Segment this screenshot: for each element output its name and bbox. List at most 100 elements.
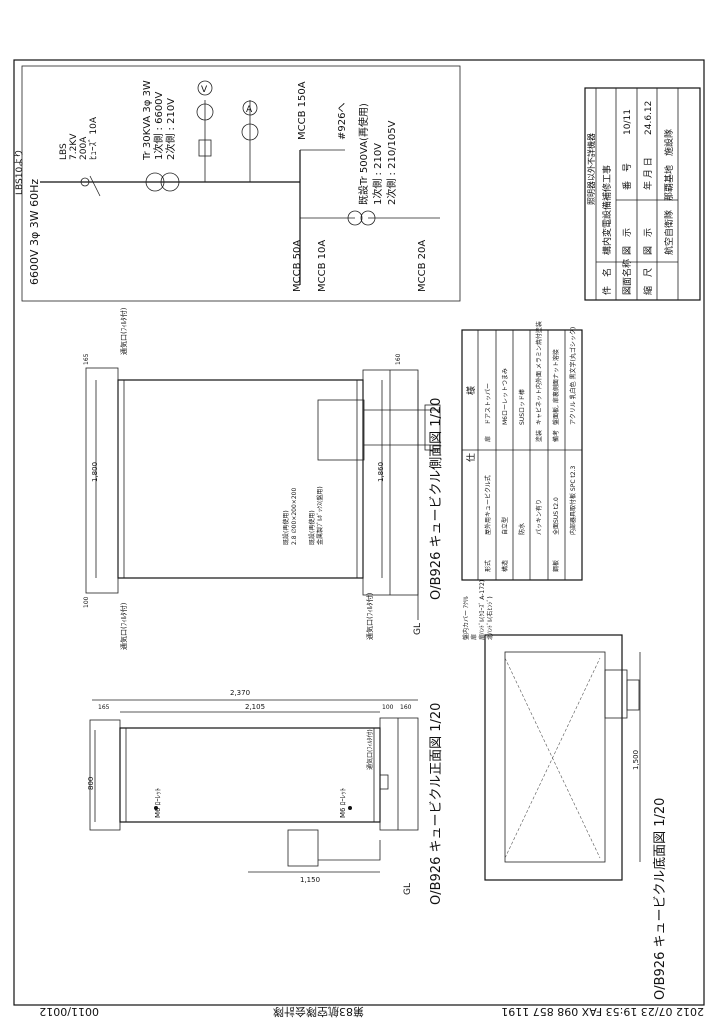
fax-page: 0011/0012: [39, 1005, 99, 1018]
spec-v-6: 盤内カバー ｱｸﾘﾙ: [462, 596, 470, 640]
cubicle-roof: [85, 367, 119, 594]
spec-k-1: 構造: [501, 560, 509, 572]
drawing-frame: [13, 59, 705, 1006]
spec-v-1: 自立型: [501, 517, 509, 535]
fax-sender: 第83航空隊会計隊: [273, 1005, 364, 1019]
spec-rv-2: SUSロッド棒: [518, 389, 526, 425]
side-box-note-4: 金属製ﾌﾟﾙﾎﾞｯｸｽ(盤用): [316, 486, 324, 545]
side-view-caption: O/B926 キュービクル側面図 1/20: [429, 398, 444, 600]
side-vent-bottom: 通気口(ﾌｨﾙﾀ付): [119, 602, 128, 650]
title-val-1: 図 示: [622, 228, 633, 255]
single-line-diagram: 6600V 3φ 3W 60Hz LBS10より LBS 7.2KV 200A …: [14, 65, 461, 302]
tr-label-2: 2次側 : 210V: [164, 98, 177, 160]
side-box-note-1: 既設(再使用): [282, 510, 290, 545]
title-val2-4: 24.6.12: [644, 101, 654, 135]
fax-footer: 2012 07/23 19:53 FAX 098 857 1191 第83航空隊…: [39, 1005, 704, 1019]
spec-v-2: 防水: [518, 523, 526, 535]
front-dim-160: 160: [400, 704, 412, 711]
lbs-label-2: 200A: [79, 136, 89, 160]
front-cable-box: [287, 829, 319, 867]
handle-knob-top: [154, 806, 158, 810]
title-key-0: 件 名: [601, 268, 613, 295]
front-view: 2,370 2,105 165 100 160 800 1,150 M6 ﾛｰﾚ…: [87, 689, 444, 905]
lbs-label-1: 7.2KV: [69, 133, 79, 160]
side-vent-top: 通気口(ﾌｨﾙﾀ付): [119, 307, 128, 355]
bottom-conduit-box: [626, 679, 640, 711]
front-dim-100: 100: [382, 704, 394, 711]
source-label: LBS10より: [14, 149, 25, 195]
front-dim-800: 800: [87, 777, 95, 790]
front-dim-2105: 2,105: [245, 703, 265, 711]
spec-rv-1: M6ローレットつまみ: [502, 368, 509, 425]
side-vent-base: 通気口(ﾌｨﾙﾀ付): [365, 592, 374, 640]
side-dim-100: 100: [83, 596, 90, 608]
front-gl: GL: [403, 883, 413, 895]
side-box-note-2: 2.8 ∅00×200×200: [291, 488, 298, 545]
junction-box: [317, 399, 365, 461]
spec-rv-0: ドアストッパー: [485, 383, 492, 425]
front-view-caption: O/B926 キュービクル正面図 1/20: [429, 703, 444, 905]
cubicle-base: [362, 369, 419, 596]
front-roof: [89, 719, 121, 831]
supply-label: 6600V 3φ 3W 60Hz: [28, 179, 41, 285]
title-val-3: 図 示: [643, 228, 654, 255]
bottom-view: 1,500 O/B926 キュービクル底面図 1/20: [484, 634, 668, 1000]
front-dim-2370: 2,370: [230, 689, 250, 697]
revision-note: 照明器以外不詳機器: [586, 133, 596, 205]
spec-k-0: 形式: [484, 560, 492, 572]
bottom-view-caption: O/B926 キュービクル底面図 1/20: [652, 798, 668, 1000]
side-gl: GL: [413, 623, 423, 635]
fax-datetime: 2012 07/23 19:53 FAX 098 857 1191: [501, 1005, 704, 1018]
mccb-10-label: MCCB 10A: [317, 240, 328, 292]
lbs-label-3: ﾋｭｰｽﾞ 10A: [88, 116, 99, 160]
existing-tr-0: 既設Tr 500VA(再使用): [357, 103, 370, 205]
title-owner: 航空自衛隊 那覇基地 施設隊: [663, 129, 675, 255]
spec-title-yo: 様: [465, 386, 477, 395]
handle-knob-bottom: [348, 806, 352, 810]
spec-v-3: パッキン有り: [535, 499, 543, 535]
spec-rv-5: アクリル 乳白色 黒文字(丸ゴシック): [569, 327, 577, 425]
spec-v-7: 扉ﾊﾝﾄﾞﾙ(ｸﾛｰｽﾞ A-172): [478, 580, 486, 640]
spec-v-0: 屋外用キュービクル式: [484, 475, 492, 535]
existing-tr-symbol: [347, 210, 363, 226]
mccb-20-label: MCCB 20A: [417, 240, 428, 292]
lbs-label-0: LBS: [59, 143, 69, 160]
side-view: 1,800 1,860 165 100 160 通気口(ﾌｨﾙﾀ付) 通気口(ﾌ…: [83, 307, 444, 650]
cubicle-side-body: [117, 379, 364, 579]
front-vent-grille: [379, 774, 389, 790]
tr-label-0: Tr 30KVA 3φ 3W: [142, 80, 153, 161]
spec-title-shi: 仕: [465, 453, 477, 462]
cubicle-bottom-inner: [504, 651, 606, 863]
conduit-entry: [424, 404, 441, 451]
title-val2-2: 10/11: [623, 109, 633, 135]
cubicle-bottom-outline: [484, 634, 623, 881]
side-dim-160: 160: [395, 353, 402, 365]
title-val-4: 年 月 日: [642, 157, 654, 190]
spec-rk-0: 扉: [484, 436, 492, 442]
to-926-label: #926へ: [337, 103, 348, 140]
title-key-1: 図面名称: [621, 259, 633, 295]
front-dim-1150: 1,150: [300, 876, 320, 884]
mccb-50-label: MCCB 50A: [292, 240, 303, 292]
mccb-150-label: MCCB 150A: [297, 81, 308, 140]
spec-k-4: 鋼板: [552, 560, 560, 572]
title-val-0: 構内変電設備補修工事: [601, 165, 613, 255]
tr-label-1: 1次側 : 6600V: [152, 91, 165, 160]
title-block: 照明器以外不詳機器 件 名 構内変電設備補修工事 図面名称 図 示 番 号 10…: [584, 87, 701, 301]
spec-table: 仕 様 形式 屋外用キュービクル式 構造 自立型 防水 パッキン有り 鋼板 全面…: [461, 321, 583, 640]
side-box-note-3: 既設(再使用): [308, 510, 316, 545]
front-vent-label: 通気口(ﾌｨﾙﾀ付): [366, 729, 374, 770]
title-key-3: 縮 尺: [642, 268, 654, 295]
side-dim-1800: 1,800: [91, 462, 99, 482]
side-dim-165: 165: [83, 353, 90, 365]
existing-tr-1: 1次側 : 210V: [371, 143, 384, 205]
front-handle-bottom: M6 ﾛｰﾚｯﾄ: [339, 788, 347, 818]
spec-v-5: 内部器具取付板 SPC t2.3: [569, 465, 577, 535]
meter-v-label: V: [201, 85, 208, 95]
bottom-dim-1500: 1,500: [632, 750, 640, 770]
title-val-2: 番 号: [621, 163, 633, 190]
front-handle-top: M6 ﾛｰﾚｯﾄ: [154, 788, 162, 818]
spec-rv-3: キャビネット内外面 メラミン焼付塗装: [535, 321, 543, 425]
front-base: [379, 717, 419, 831]
